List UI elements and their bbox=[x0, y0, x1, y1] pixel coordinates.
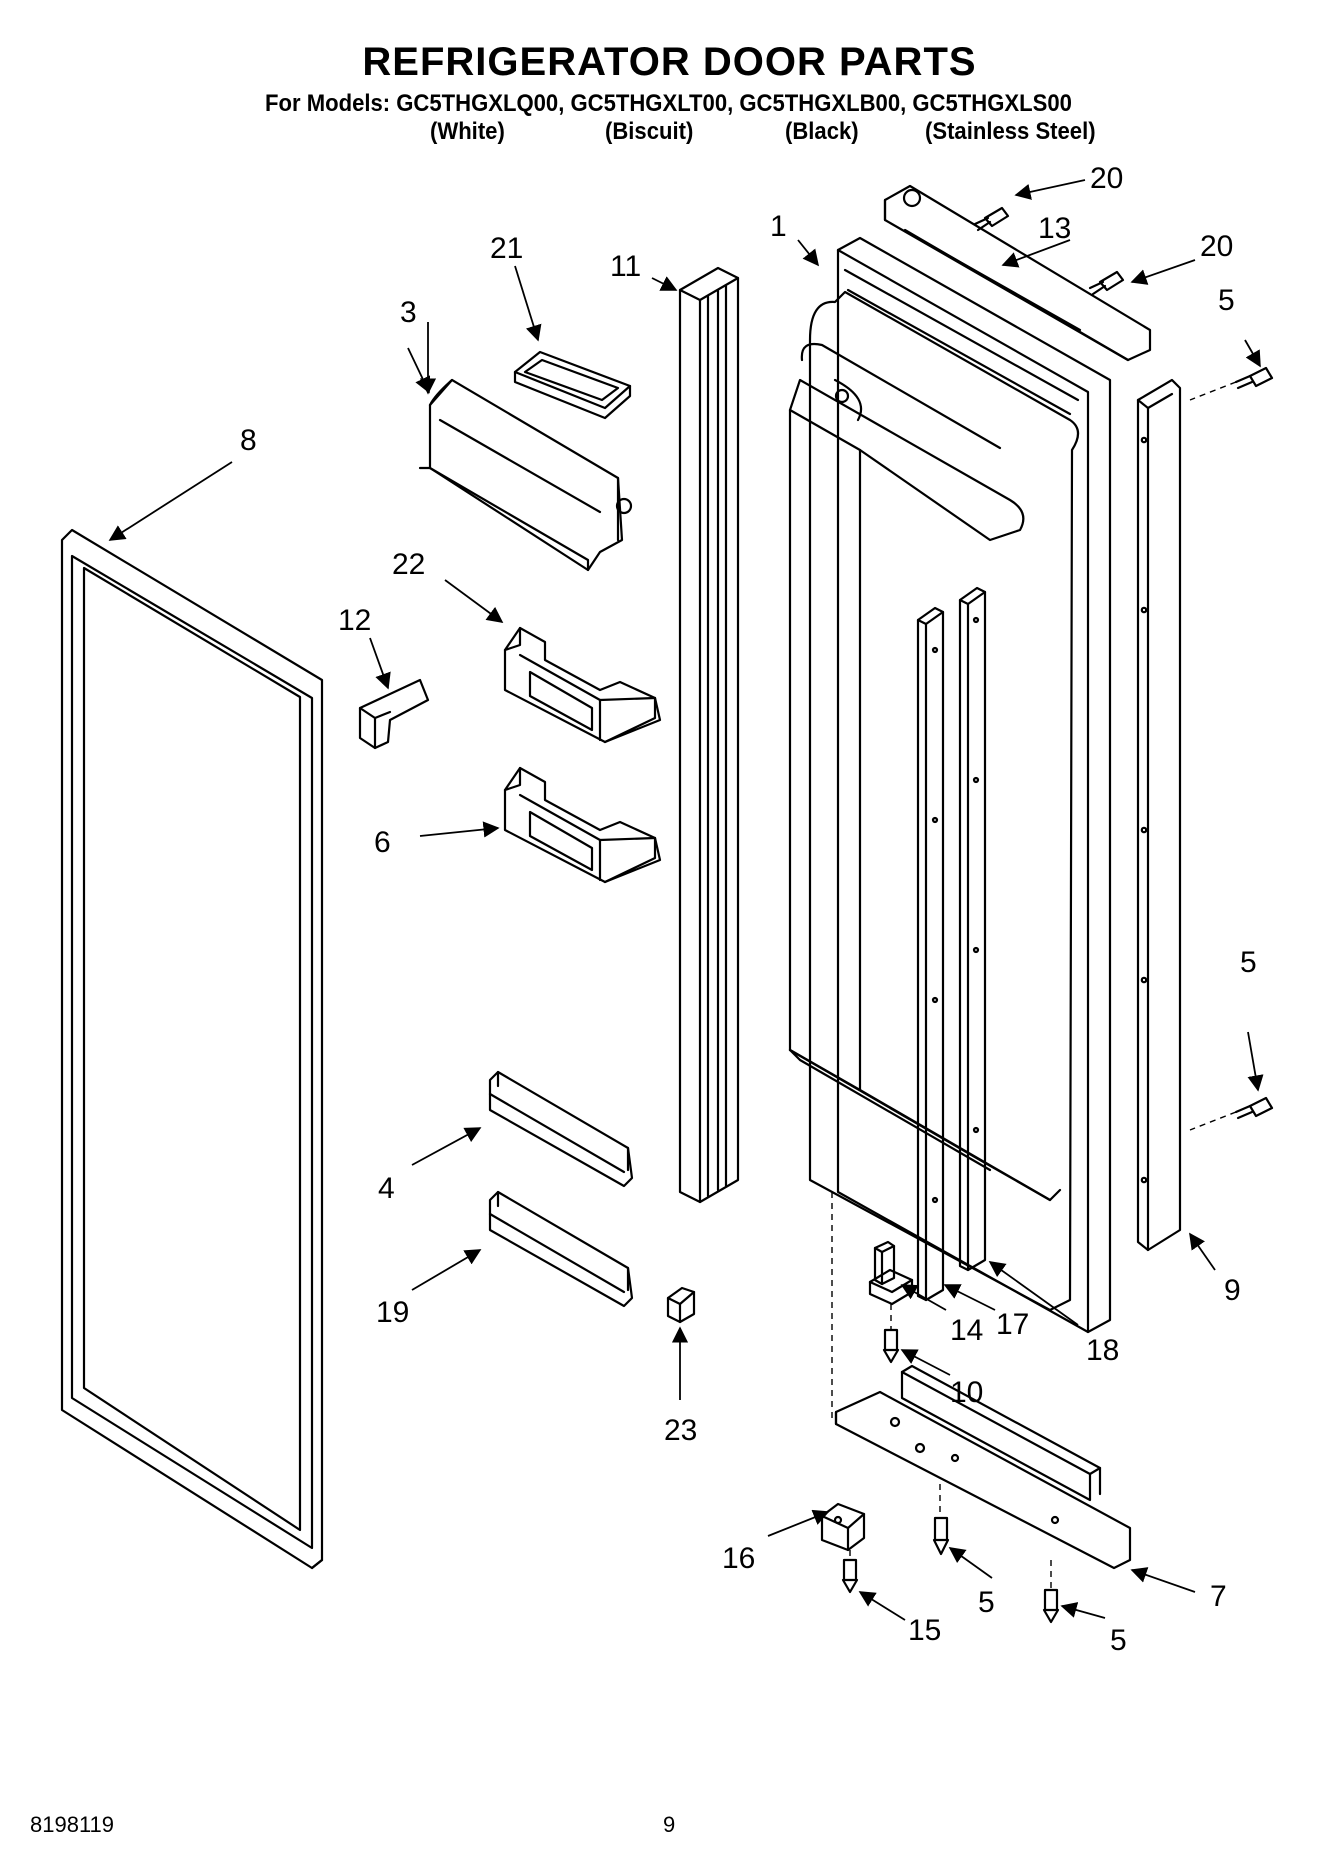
callout-12: 12 bbox=[338, 604, 371, 637]
screw-side-5b bbox=[1234, 1096, 1274, 1120]
callout-11: 11 bbox=[610, 250, 641, 283]
page-title: REFRIGERATOR DOOR PARTS bbox=[362, 40, 977, 84]
callout-5d: 5 bbox=[1110, 1624, 1127, 1657]
strip-part-17 bbox=[916, 606, 945, 1302]
callout-9: 9 bbox=[1224, 1274, 1241, 1307]
callout-19: 19 bbox=[376, 1296, 409, 1329]
bottom-hinge-plate-part-7 bbox=[834, 1364, 1132, 1570]
callout-14: 14 bbox=[950, 1314, 983, 1347]
shelf-rail-part-19 bbox=[488, 1190, 634, 1308]
hinge-pin-part-14 bbox=[868, 1240, 914, 1306]
callout-22: 22 bbox=[392, 548, 425, 581]
callout-5a: 5 bbox=[1218, 284, 1235, 317]
callout-1: 1 bbox=[770, 210, 787, 243]
bin-part-22 bbox=[503, 626, 662, 744]
clip-part-12 bbox=[358, 678, 430, 750]
callout-15: 15 bbox=[908, 1614, 941, 1647]
doc-number: 8198119 bbox=[30, 1812, 115, 1837]
callout-13: 13 bbox=[1038, 212, 1071, 245]
assembly-lines bbox=[831, 381, 1237, 1590]
callout-7: 7 bbox=[1210, 1580, 1227, 1613]
callouts: 1 3 21 11 8 22 12 6 4 19 23 20 13 20 5 5… bbox=[240, 162, 1257, 1657]
screw-bottom-5c bbox=[932, 1516, 950, 1556]
door-gasket-part bbox=[60, 528, 324, 1570]
screw-top-20a bbox=[973, 206, 1010, 232]
callout-4: 4 bbox=[378, 1172, 395, 1205]
callout-16: 16 bbox=[722, 1542, 755, 1575]
strip-part-18 bbox=[958, 586, 987, 1272]
callout-20b: 20 bbox=[1200, 230, 1233, 263]
tray-part-21 bbox=[513, 350, 632, 420]
hinge-block-part-16 bbox=[820, 1502, 866, 1552]
bin-part-6 bbox=[503, 766, 662, 884]
color-black: (Black) bbox=[785, 118, 859, 145]
door-liner-part-1 bbox=[788, 236, 1112, 1334]
side-rail-part-9 bbox=[1136, 378, 1182, 1252]
callout-6: 6 bbox=[374, 826, 391, 859]
shelf-rail-part-4 bbox=[488, 1070, 634, 1188]
color-white: (White) bbox=[430, 118, 505, 145]
callout-18: 18 bbox=[1086, 1334, 1119, 1367]
callout-3: 3 bbox=[400, 296, 417, 329]
screw-top-20b bbox=[1088, 270, 1125, 296]
screw-bottom-5d bbox=[1042, 1588, 1060, 1624]
callout-5b: 5 bbox=[1240, 946, 1257, 979]
cover-part-3 bbox=[418, 378, 633, 572]
screw-15 bbox=[841, 1558, 859, 1594]
leader-arrows bbox=[108, 179, 1264, 1621]
screw-10 bbox=[882, 1328, 900, 1364]
callout-17: 17 bbox=[996, 1308, 1029, 1341]
callout-21: 21 bbox=[490, 232, 523, 265]
color-stainless-steel: (Stainless Steel) bbox=[925, 118, 1096, 145]
callout-5c: 5 bbox=[978, 1586, 995, 1619]
top-cap-part-13 bbox=[883, 184, 1152, 362]
models-line: For Models: GC5THGXLQ00, GC5THGXLT00, GC… bbox=[265, 90, 1072, 117]
color-biscuit: (Biscuit) bbox=[605, 118, 694, 145]
callout-10: 10 bbox=[950, 1376, 983, 1409]
screw-side-5a bbox=[1234, 366, 1274, 390]
clip-part-23 bbox=[666, 1286, 696, 1324]
callout-8: 8 bbox=[240, 424, 257, 457]
page-number: 9 bbox=[663, 1812, 676, 1837]
callout-20a: 20 bbox=[1090, 162, 1123, 195]
callout-23: 23 bbox=[664, 1414, 697, 1447]
trim-part-11 bbox=[678, 266, 740, 1204]
